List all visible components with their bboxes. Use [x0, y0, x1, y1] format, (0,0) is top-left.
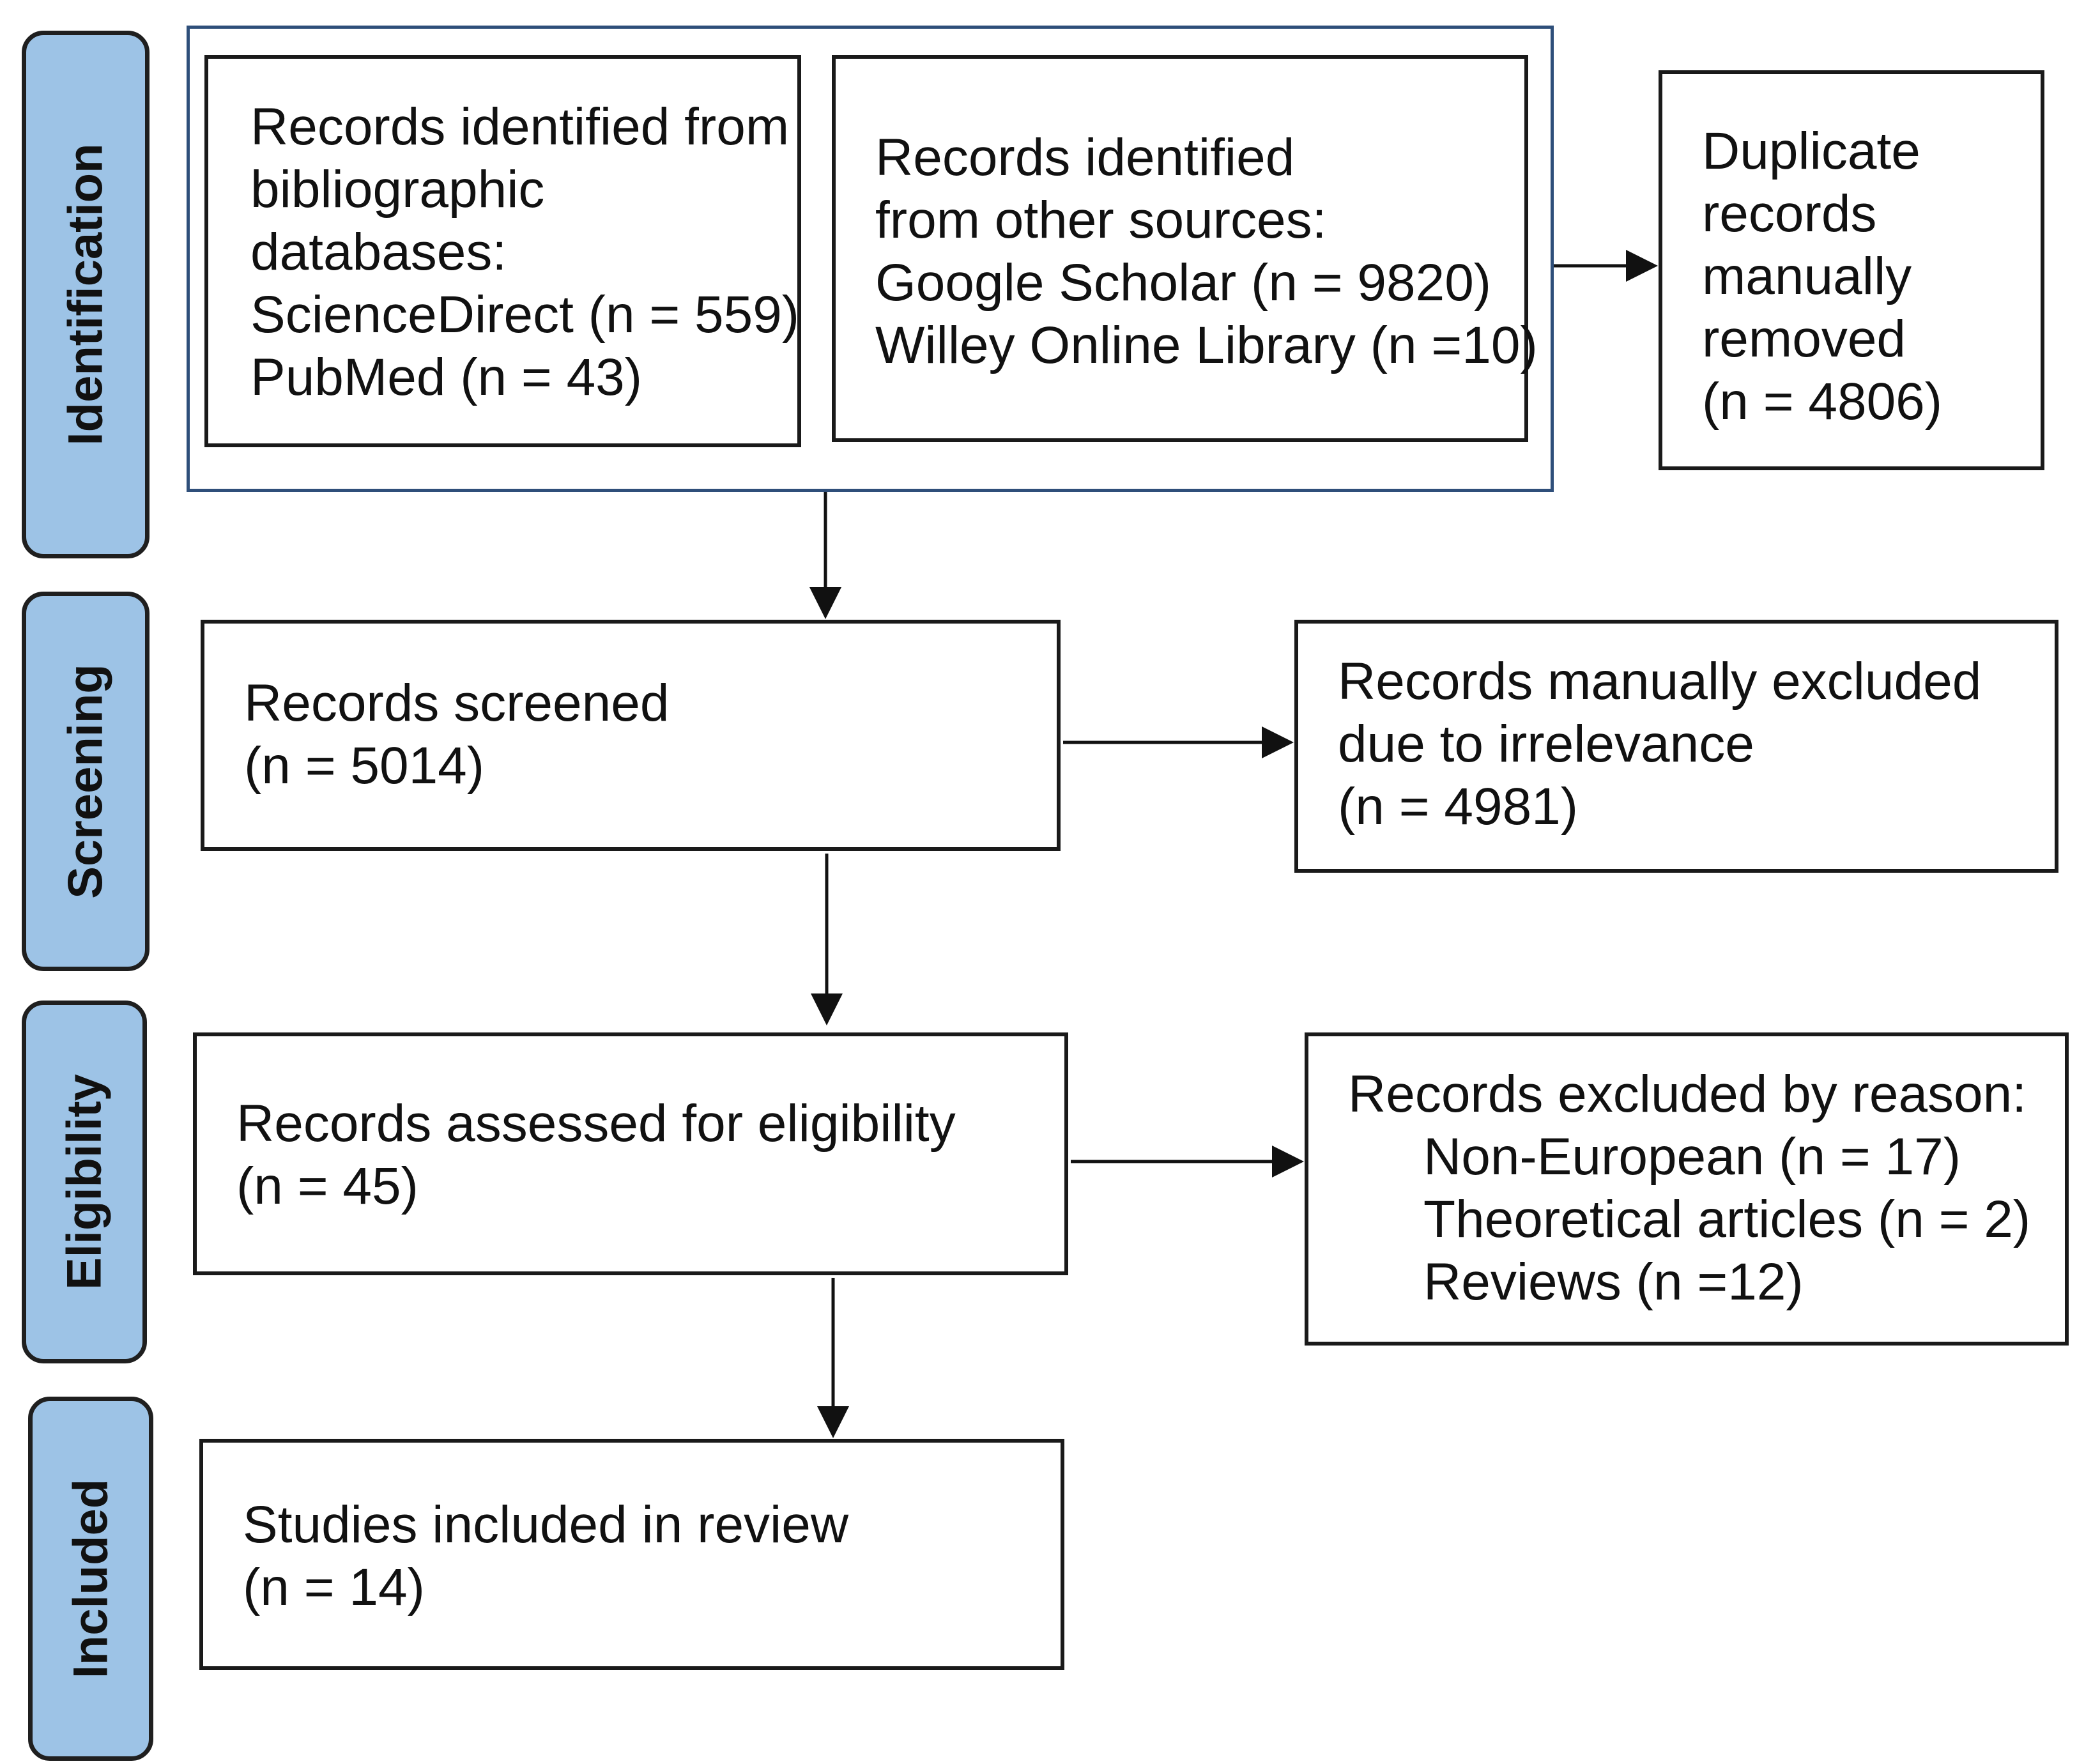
- excluded-reason-line-4: Reviews (n =12): [1423, 1253, 1804, 1311]
- other-sources-line-2: from other sources:: [875, 191, 1327, 249]
- screened-line-2: (n = 5014): [244, 737, 485, 795]
- excluded-reason-line-3: Theoretical articles (n = 2): [1423, 1190, 2031, 1248]
- duplicates-line-1: Duplicate: [1702, 122, 1920, 180]
- duplicates-line-5: (n = 4806): [1702, 372, 1943, 431]
- screened-line-1: Records screened: [244, 674, 670, 732]
- identification-group-frame: [187, 26, 1554, 492]
- databases-line-5: PubMed (n = 43): [250, 348, 643, 406]
- box-databases: Records identified from bibliographic da…: [204, 55, 801, 447]
- assessed-line-1: Records assessed for eligibility: [236, 1094, 956, 1153]
- other-sources-line-4: Willey Online Library (n =10): [875, 316, 1538, 374]
- box-duplicates: Duplicate records manually removed (n = …: [1659, 70, 2044, 470]
- included-line-2: (n = 14): [243, 1558, 425, 1616]
- databases-line-1: Records identified from: [250, 98, 790, 156]
- stage-eligibility: Eligibility: [22, 1001, 147, 1363]
- box-records-screened: Records screened (n = 5014): [201, 620, 1061, 851]
- box-studies-included: Studies included in review (n = 14): [199, 1439, 1064, 1670]
- other-sources-line-3: Google Scholar (n = 9820): [875, 254, 1492, 312]
- stage-identification: Identification: [22, 31, 149, 558]
- assessed-line-2: (n = 45): [236, 1157, 418, 1215]
- excluded-reason-line-1: Records excluded by reason:: [1348, 1065, 2027, 1123]
- excluded-irrelevance-line-2: due to irrelevance: [1338, 715, 1754, 773]
- box-other-sources: Records identified from other sources: G…: [832, 55, 1538, 442]
- box-excluded-irrelevance: Records manually excluded due to irrelev…: [1294, 620, 2058, 873]
- databases-line-2: bibliographic: [250, 160, 545, 219]
- duplicates-line-4: removed: [1702, 310, 1906, 368]
- box-excluded-by-reason: Records excluded by reason: Non-European…: [1305, 1032, 2069, 1346]
- stage-screening: Screening: [22, 592, 149, 971]
- included-line-1: Studies included in review: [243, 1496, 849, 1554]
- excluded-irrelevance-line-3: (n = 4981): [1338, 778, 1579, 836]
- duplicates-line-3: manually: [1702, 247, 1912, 305]
- excluded-irrelevance-line-1: Records manually excluded: [1338, 652, 1982, 710]
- databases-line-3: databases:: [250, 223, 507, 281]
- databases-line-4: ScienceDirect (n = 559): [250, 286, 800, 344]
- duplicates-line-2: records: [1702, 185, 1877, 243]
- box-assessed-eligibility: Records assessed for eligibility (n = 45…: [193, 1032, 1068, 1275]
- other-sources-line-1: Records identified: [875, 128, 1295, 187]
- stage-included: Included: [28, 1397, 153, 1761]
- excluded-reason-line-2: Non-European (n = 17): [1423, 1128, 1961, 1186]
